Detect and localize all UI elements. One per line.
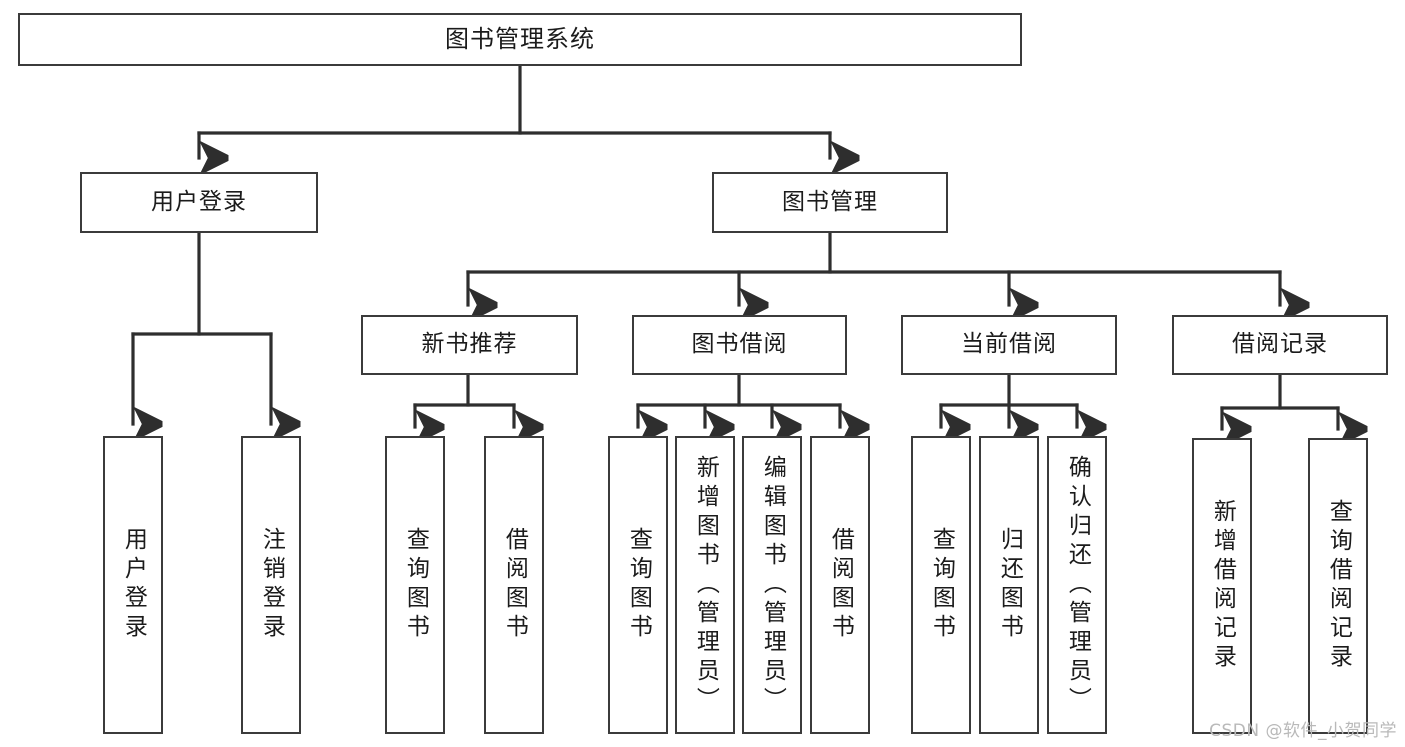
leaf-user-login[interactable]: 用户登录 [103,436,163,734]
leaf-borrow-book[interactable]: 借阅图书 [810,436,870,734]
leaf-add-book-admin[interactable]: 新增图书（管理员） [675,436,735,734]
node-current-borrow[interactable]: 当前借阅 [901,315,1117,375]
leaf-return-book[interactable]: 归还图书 [979,436,1039,734]
leaf-user-logout[interactable]: 注销登录 [241,436,301,734]
node-book-management[interactable]: 图书管理 [712,172,948,233]
leaf-add-borrow-record[interactable]: 新增借阅记录 [1192,438,1252,734]
node-new-book-recommend[interactable]: 新书推荐 [361,315,578,375]
leaf-query-book-borrow[interactable]: 查询图书 [608,436,668,734]
node-borrow-records[interactable]: 借阅记录 [1172,315,1388,375]
leaf-query-borrow-record[interactable]: 查询借阅记录 [1308,438,1368,734]
leaf-query-book-current[interactable]: 查询图书 [911,436,971,734]
csdn-watermark: CSDN @软件_小贺同学 [1209,721,1397,741]
leaf-confirm-return-admin[interactable]: 确认归还（管理员） [1047,436,1107,734]
leaf-query-book-recommend[interactable]: 查询图书 [385,436,445,734]
leaf-borrow-book-recommend[interactable]: 借阅图书 [484,436,544,734]
leaf-edit-book-admin[interactable]: 编辑图书（管理员） [742,436,802,734]
node-book-borrow[interactable]: 图书借阅 [632,315,847,375]
node-user-login[interactable]: 用户登录 [80,172,318,233]
node-root-system[interactable]: 图书管理系统 [18,13,1022,66]
